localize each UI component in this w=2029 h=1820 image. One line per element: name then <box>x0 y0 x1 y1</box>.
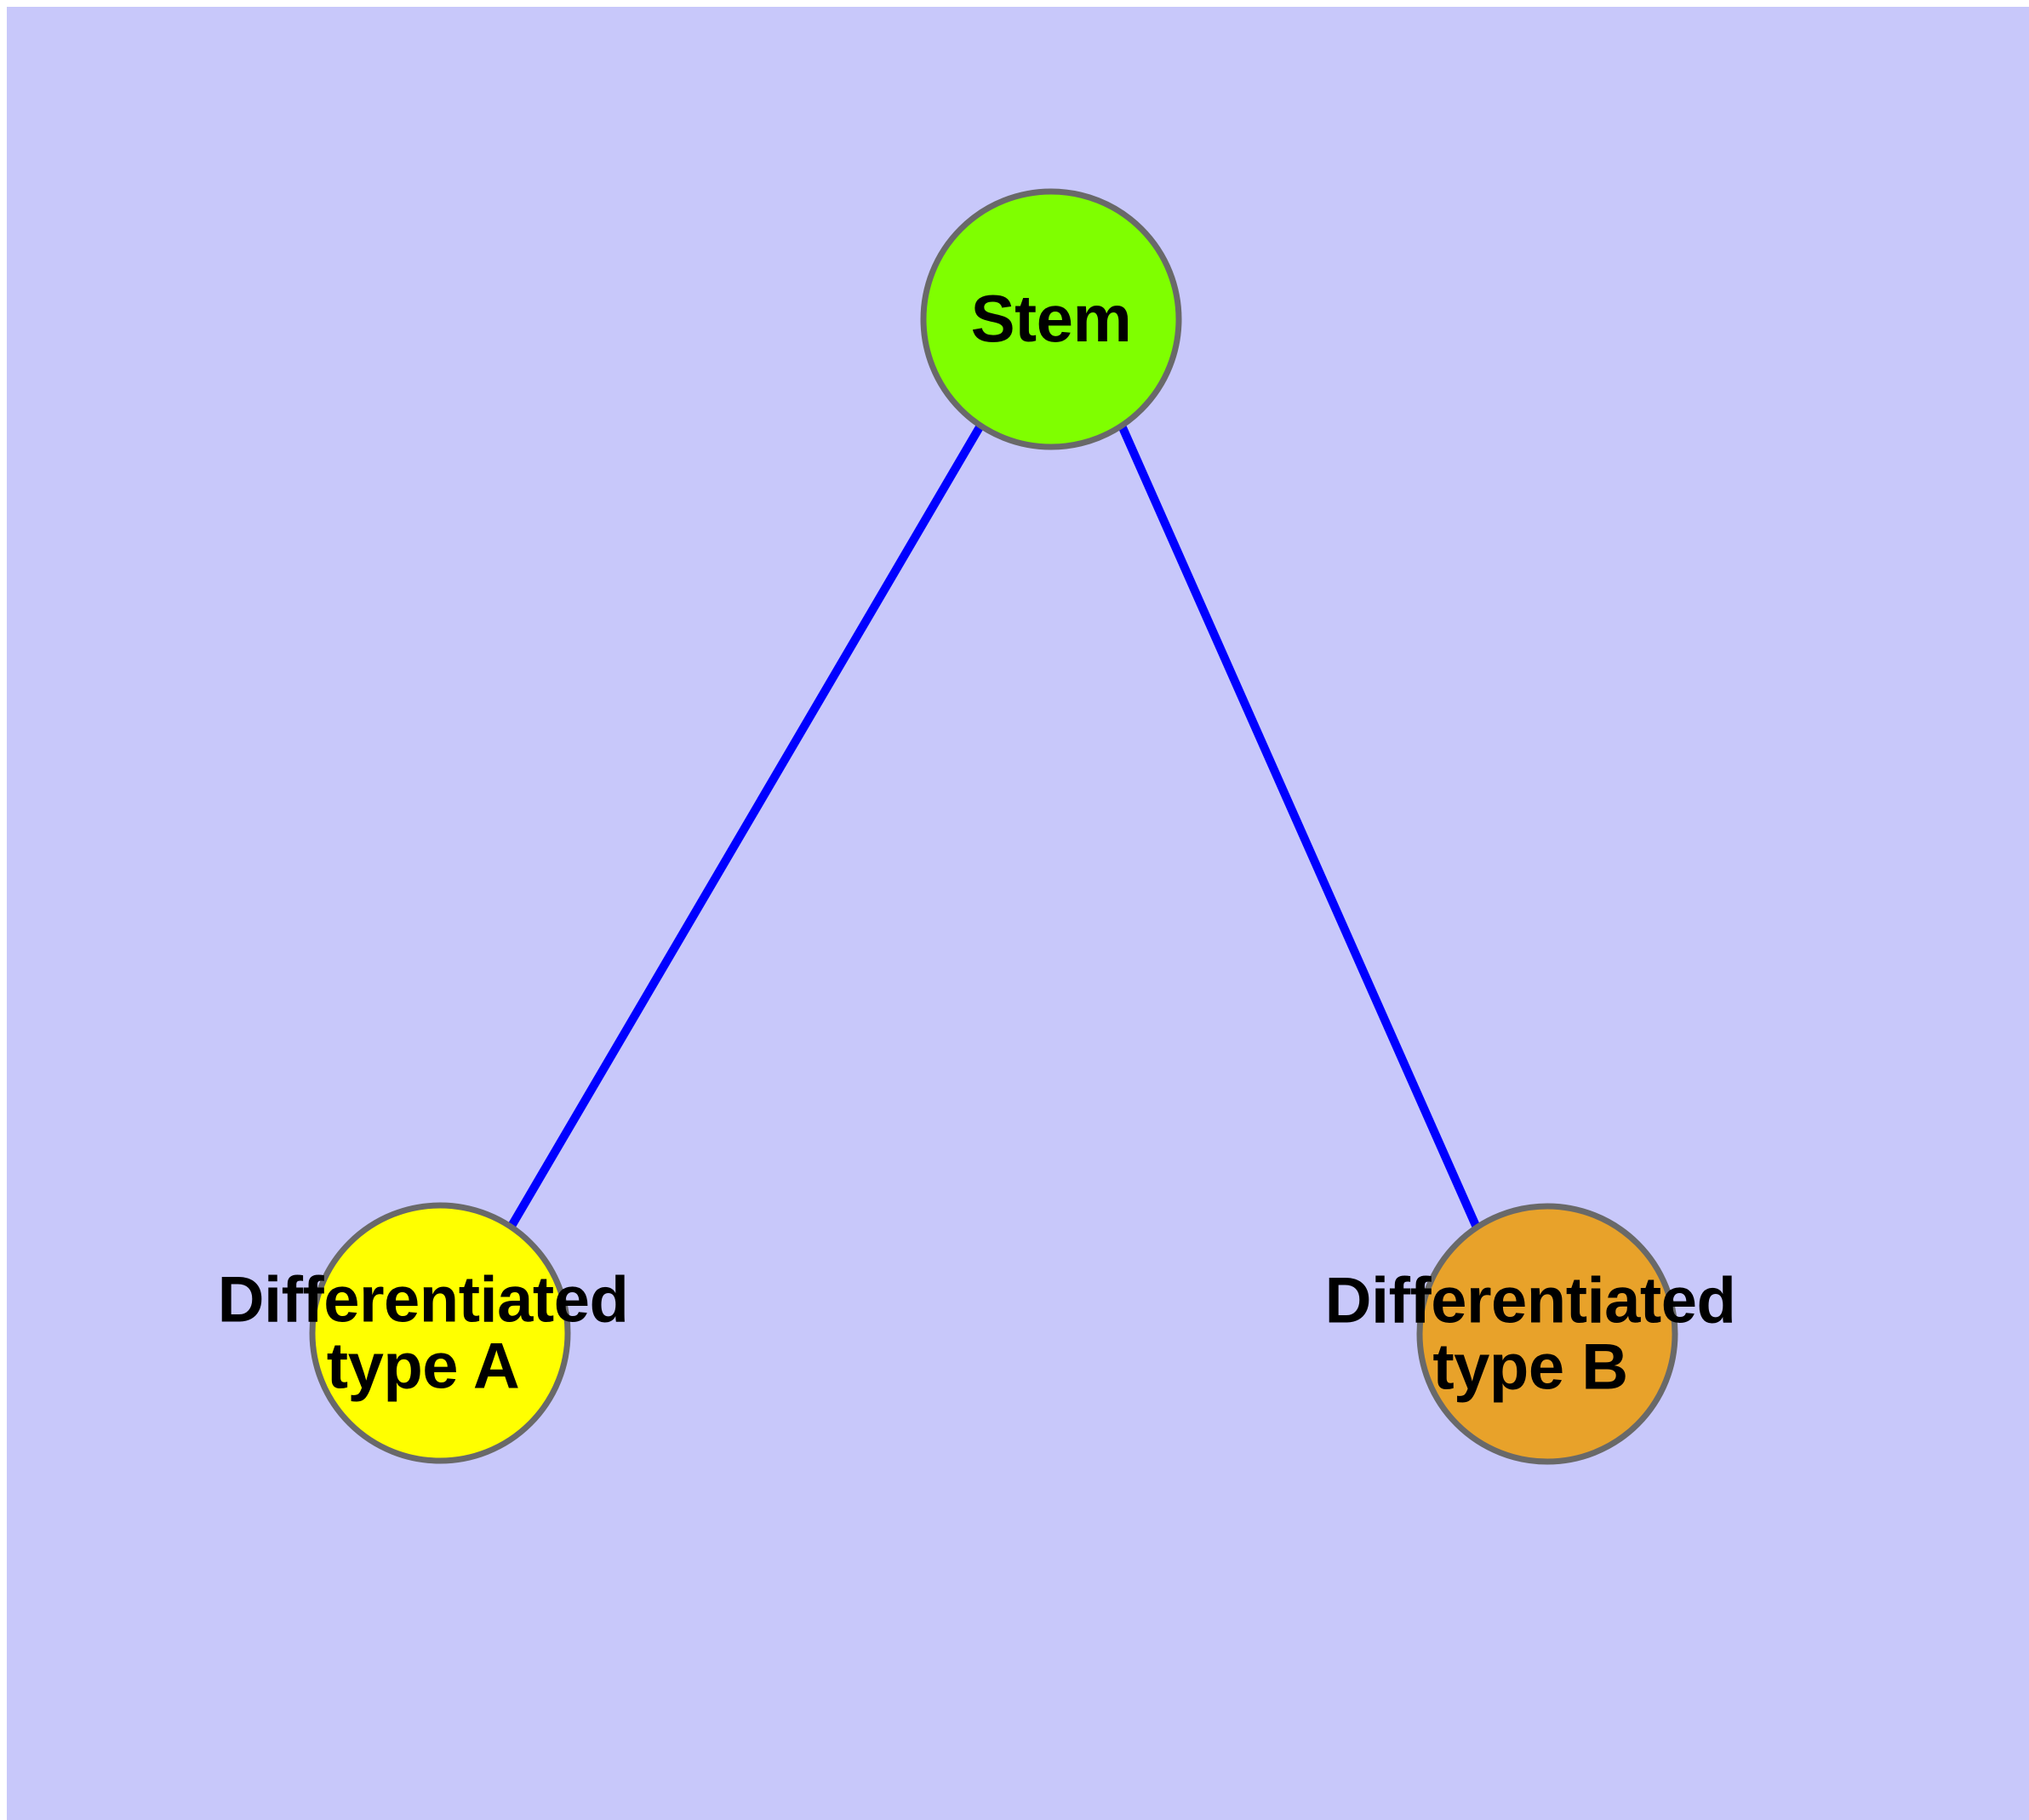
edge-stem-to-diff-a <box>506 423 985 1230</box>
edge-stem-to-diff-b <box>1117 423 1481 1230</box>
node-circle-diff-a[interactable] <box>309 1202 571 1464</box>
node-circle-diff-b[interactable] <box>1416 1203 1678 1465</box>
edge-layer <box>506 423 1481 1230</box>
node-layer <box>309 188 1678 1465</box>
node-circle-stem[interactable] <box>920 188 1182 450</box>
